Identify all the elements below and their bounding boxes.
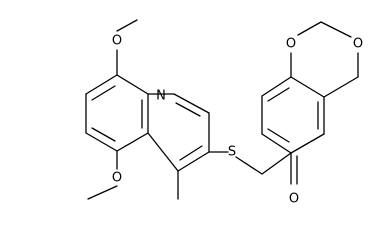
- atom-label-o-carbonyl: O: [289, 192, 299, 207]
- atom-label-s: S: [228, 145, 236, 160]
- nitrogen-label: N: [156, 89, 166, 104]
- sulfur-label: S: [228, 145, 236, 160]
- methoxy-8-oxygen-label: O: [112, 34, 122, 49]
- carbonyl-group: [290, 152, 298, 185]
- methoxy-5-oxygen-label: O: [112, 171, 122, 186]
- atom-label-o-dioxane-lower: O: [353, 37, 363, 52]
- chemical-structure-drawing: N S O O O O O: [85, 19, 363, 207]
- thioether-linker: [208, 151, 292, 175]
- atom-label-n: N: [156, 89, 166, 104]
- structure-canvas: N S O O O O O: [85, 19, 363, 207]
- quinoline-pyridine-ring: [147, 93, 210, 172]
- atom-label-o-dioxane-upper: O: [286, 37, 296, 52]
- carbonyl-oxygen-label: O: [289, 192, 299, 207]
- dioxane-upper-oxygen-label: O: [286, 37, 296, 52]
- methoxy-5-group: [87, 150, 118, 200]
- benzodioxane-aromatic-ring: [261, 76, 325, 154]
- atom-label-o-methoxy-8: O: [112, 34, 122, 49]
- dioxane-ring: [290, 21, 359, 98]
- methoxy-8-group: [116, 19, 138, 76]
- atom-label-o-methoxy-5: O: [112, 171, 122, 186]
- quinoline-benzo-ring: [85, 74, 149, 152]
- dioxane-lower-oxygen-label: O: [353, 37, 363, 52]
